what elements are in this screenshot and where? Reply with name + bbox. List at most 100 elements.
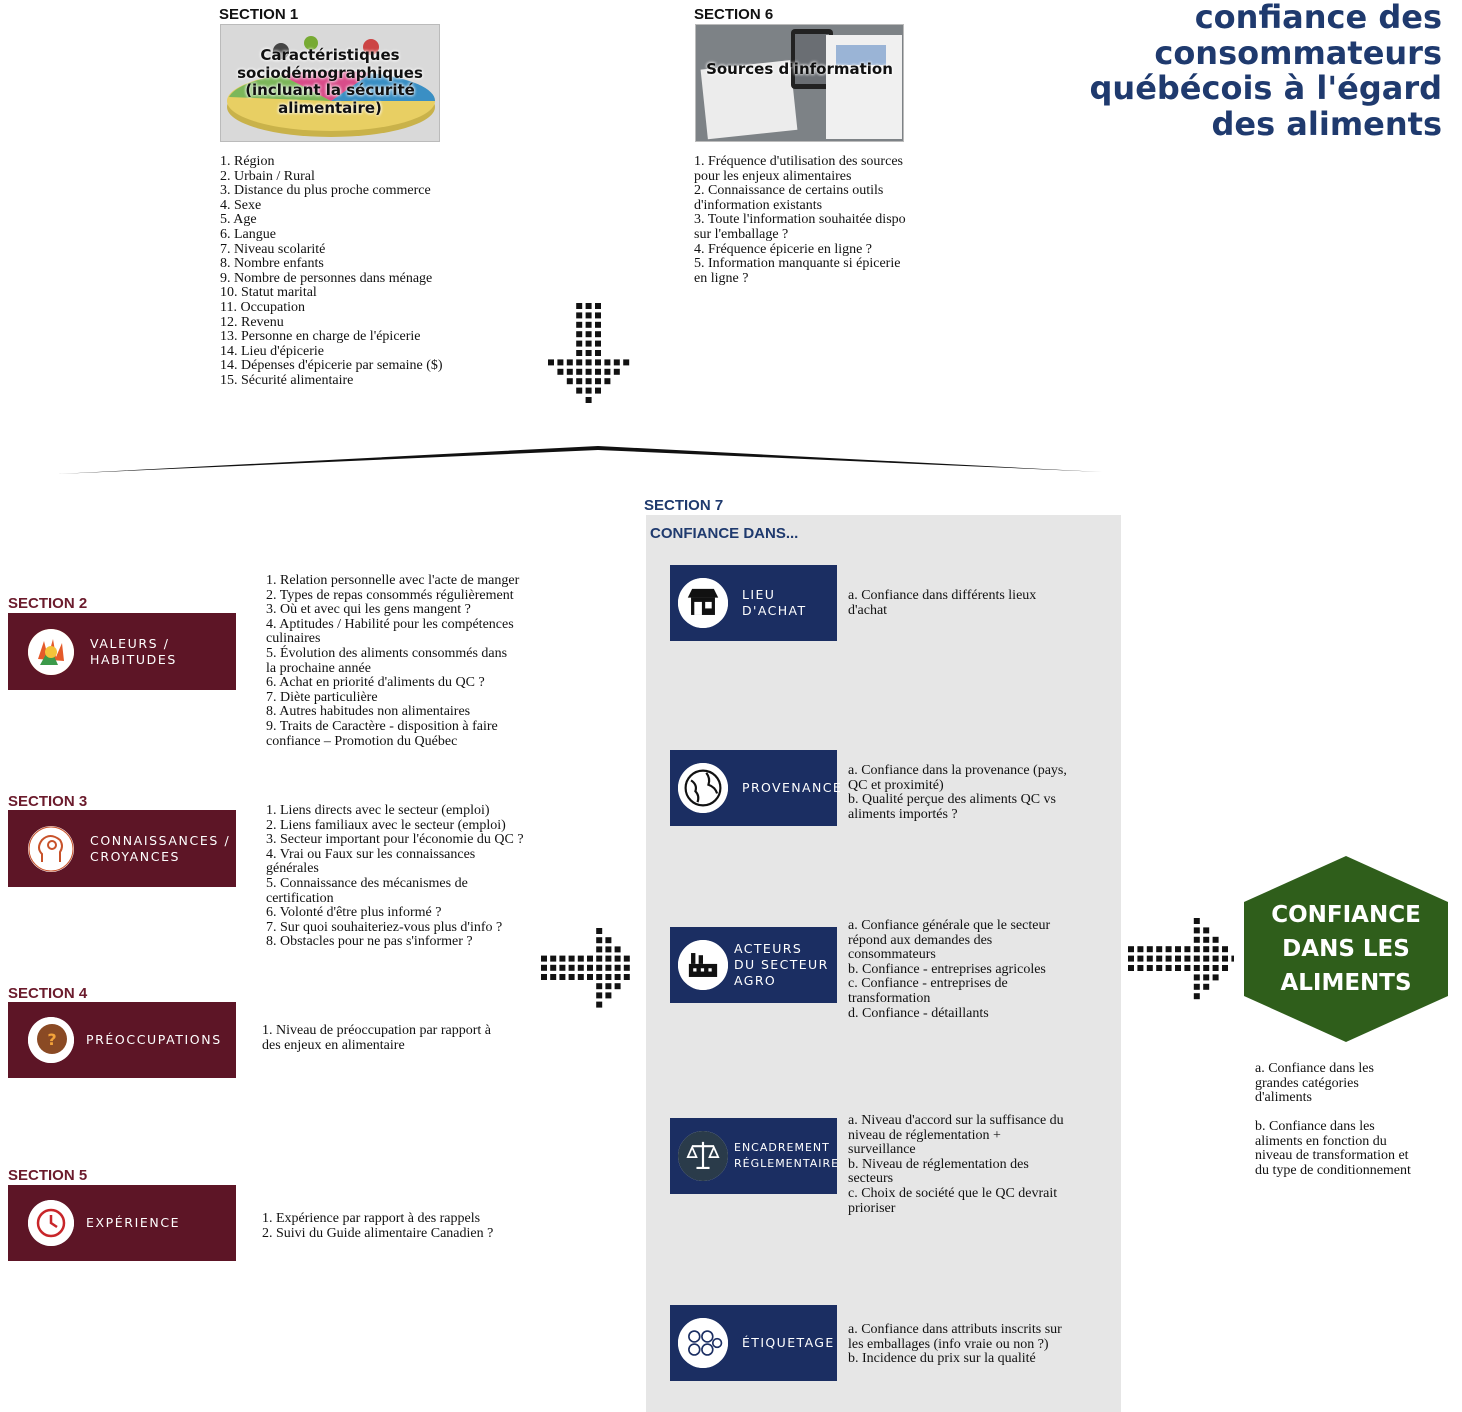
list-item: 2. Suivi du Guide alimentaire Canadien ? [262,1225,494,1241]
factory-icon [678,940,728,990]
arrow-pixel [604,378,611,385]
arrow-pixel [596,946,603,953]
section-7-card-label: ÉTIQUETAGE [742,1335,835,1350]
arrow-pixel [1146,955,1153,962]
arrow-pixel [613,368,620,375]
arrow-pixel [605,974,612,980]
list-item: 9. Nombre de personnes dans ménage [220,270,433,286]
arrow-pixel [605,937,612,944]
arrow-pixel [577,974,584,980]
trust-hexagon-label: CONFIANCE DANS LES ALIMENTS [1271,902,1421,996]
arrow-pixel [605,946,612,953]
list-item: 14. Lieu d'épicerie [220,343,324,359]
list-item: d'information existants [694,197,823,213]
arrow-pixel [1212,974,1219,981]
list-item: 2. Types de repas consommés régulièremen… [266,587,514,603]
arrow-pixel [1203,946,1210,953]
arrow-pixel [566,378,573,385]
section-7-card-desc: a. Confiance dans la provenance (pays, Q… [848,763,1067,822]
arrow-pixel [623,964,630,971]
list-item: 4. Sexe [220,197,262,213]
arrow-pixel [1193,955,1200,962]
arrow-pixel [541,974,547,980]
arrow-pixel [1175,955,1181,962]
arrow-pixel [559,964,566,971]
list-item: 6. Volonté d'être plus informé ? [266,905,442,921]
arrow-pixel [576,303,583,309]
clock-icon [28,1200,74,1246]
section-2-card-label: VALEURS / HABITUDES [90,635,177,667]
list-item: 14. Dépenses d'épicerie par semaine ($) [220,358,443,374]
list-item: 2. Liens familiaux avec le secteur (empl… [266,817,506,833]
section-7-card: ENCADREMENT RÉGLEMENTAIRE [670,1118,838,1194]
hands-icon [28,628,74,675]
arrow-pixel [577,964,584,971]
arrow-pixel [585,387,592,394]
section-7-card: LIEU D'ACHAT [670,565,837,641]
section-7-card-label: ACTEURS DU SECTEUR AGRO [734,941,829,988]
arrow-pixel [1175,965,1181,971]
section-1-image-caption: Caractéristiques sociodémographiques (in… [237,46,423,117]
result-desc-b: b. Confiance dans les aliments en foncti… [1255,1119,1411,1178]
funnel-divider [58,446,1102,474]
arrow-pixel [1212,936,1219,943]
arrow-pixel [1193,946,1200,953]
arrow-pixel [1193,993,1200,1000]
list-item: 1. Expérience par rapport à des rappels [262,1211,481,1226]
globe-icon [678,763,728,813]
arrow-pixel [595,350,601,356]
list-item: 1. Fréquence d'utilisation des sources [694,154,903,169]
arrow-pixel [576,340,583,347]
arrow-pixel [613,359,620,366]
section-7-card-label: PROVENANCE [742,780,843,795]
arrow-pixel [585,350,592,356]
arrow-pixel [1231,955,1234,962]
section-4-list: 1. Niveau de préoccupation par rapport à… [262,1023,562,1053]
arrow-pixel [596,964,603,971]
list-item: 4. Aptitudes / Habilité pour les compéte… [266,616,514,632]
svg-text:?: ? [47,1030,56,1049]
section-7-card: ÉTIQUETAGE [670,1305,837,1381]
list-item: certification [266,890,334,906]
arrow-pixel [1193,965,1200,971]
section-4-label: SECTION 4 [8,985,88,1002]
arrow-pixel [595,359,601,366]
arrow-pixel [595,387,601,394]
section-1-image: Caractéristiques sociodémographiques (in… [220,24,440,142]
list-item: 8. Obstacles pour ne pas s'informer ? [266,934,473,950]
arrow-pixel [576,321,583,328]
arrow-pixel [587,974,593,980]
arrow-pixel [1175,946,1181,953]
section-1-label: SECTION 1 [219,6,299,23]
pie-chart-icon [227,36,436,137]
arrow-pixel [1165,955,1172,962]
arrow-pixel [550,964,557,971]
head-gear-icon [28,825,74,872]
arrow-pixel [566,359,573,366]
section-4-card: ? PRÉOCCUPATIONS [8,1002,236,1078]
list-item: 9. Traits de Caractère - disposition à f… [266,718,498,734]
arrow-pixel [550,955,557,962]
section-5-card-label: EXPÉRIENCE [86,1215,181,1230]
section-7-card-desc: a. Confiance dans différents lieux d'ach… [848,588,1037,618]
section-2-list: 1. Relation personnelle avec l'acte de m… [266,573,566,749]
arrow-pixel [596,992,603,999]
arrow-pixel [1203,965,1210,971]
arrow-pixel [595,378,601,385]
scales-icon [678,1131,728,1181]
arrow-pixel [576,387,583,394]
arrow-pixel [585,312,592,319]
arrow-pixel [595,303,601,309]
arrow-pixel [576,359,583,366]
list-item: 6. Achat en priorité d'aliments du QC ? [266,675,485,691]
list-item: 15. Sécurité alimentaire [220,372,354,388]
arrow-pixel [557,359,564,366]
arrow-pixel [595,340,601,347]
arrow-pixel [1212,955,1219,962]
arrow-pixel [623,974,630,980]
arrow-pixel [1212,946,1219,953]
arrow-pixel [614,974,621,980]
section-6-image: Sources d'information [695,24,904,142]
